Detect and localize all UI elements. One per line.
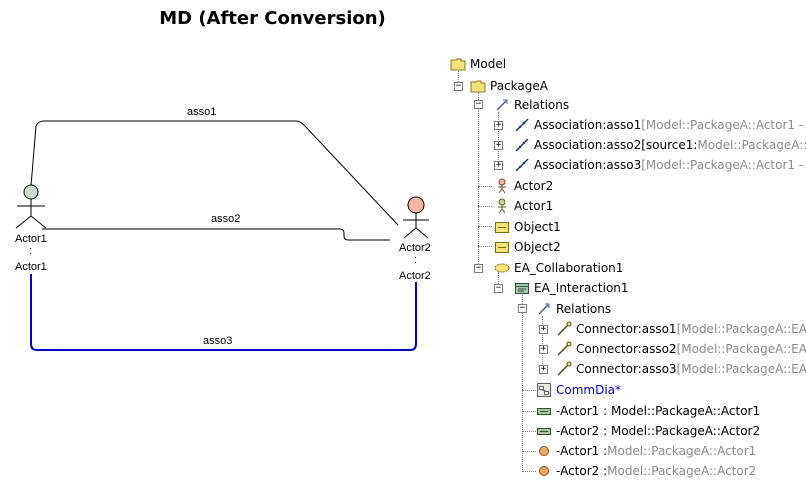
toggle-connector-asso1[interactable]: + [539, 324, 548, 334]
tree-item-lifeline-actor2[interactable]: -Actor2 : Model::PackageA::Actor2 [536, 421, 760, 441]
toggle-relations-2[interactable]: − [518, 303, 527, 313]
toggle-packagea[interactable]: − [454, 81, 463, 91]
toggle-connector-asso2[interactable]: + [539, 344, 548, 354]
asso3-line[interactable] [30, 274, 417, 351]
connector-icon [556, 361, 572, 377]
actor2-instance: Actor2 [399, 270, 431, 282]
package-icon [470, 78, 486, 94]
asso1-label: asso1 [187, 106, 216, 118]
diagram-canvas: asso1 asso2 asso3 Actor1 : Actor1 Actor2… [15, 106, 431, 351]
toggle-asso3[interactable]: + [494, 160, 503, 170]
tree-item-object1[interactable]: Object1 [494, 217, 561, 237]
tree-item-relations-2[interactable]: Relations [536, 299, 611, 319]
tree-item-collaboration[interactable]: EA_Collaboration1 [494, 258, 623, 278]
association-icon [514, 157, 530, 173]
object-icon [494, 239, 510, 255]
tree-item-commdia[interactable]: CommDia* [536, 380, 621, 400]
tree-item-interaction[interactable]: EA_Interaction1 [514, 278, 629, 298]
part-icon [536, 443, 552, 459]
tree-item-lifeline-actor1[interactable]: -Actor1 : Model::PackageA::Actor1 [536, 401, 760, 421]
actor-icon [494, 198, 510, 214]
diagram-icon [536, 382, 552, 398]
asso3-label: asso3 [203, 335, 232, 347]
tree-item-connector-asso2[interactable]: Connector:asso2[Model::PackageA::EA_ [556, 339, 806, 359]
actor2-colon: : [414, 254, 417, 266]
toggle-relations[interactable]: − [474, 99, 483, 109]
tree-item-relations[interactable]: Relations [494, 95, 569, 115]
toggle-asso1[interactable]: + [494, 120, 503, 130]
tree-item-connector-asso1[interactable]: Connector:asso1[Model::PackageA::EA_ [556, 319, 806, 339]
asso2-line[interactable] [42, 228, 390, 241]
diagram-title: MD (After Conversion) [159, 8, 386, 29]
tree-item-actor2[interactable]: Actor2 [494, 176, 553, 196]
relations-icon [536, 301, 552, 317]
tree-item-actor1[interactable]: Actor1 [494, 196, 553, 216]
tree-item-association-asso1[interactable]: Association:asso1[Model::PackageA::Actor… [514, 115, 806, 135]
tree-item-part-actor1[interactable]: -Actor1 : Model::PackageA::Actor1 [536, 441, 756, 461]
asso1-line[interactable] [30, 120, 399, 226]
lifeline-icon [536, 403, 552, 419]
asso2-label: asso2 [211, 213, 240, 225]
tree-item-model[interactable]: Model [450, 54, 506, 74]
tree-item-packagea[interactable]: PackageA [470, 76, 548, 96]
lifeline-icon [536, 423, 552, 439]
tree-item-association-asso3[interactable]: Association:asso3[Model::PackageA::Actor… [514, 155, 806, 175]
toggle-collaboration[interactable]: − [474, 263, 483, 273]
actor1-figure[interactable] [15, 184, 47, 229]
object-icon [494, 219, 510, 235]
collaboration-icon [494, 260, 510, 276]
association-icon [514, 117, 530, 133]
toggle-asso2[interactable]: + [494, 140, 503, 150]
actor1-instance: Actor1 [15, 261, 47, 273]
association-icon [514, 137, 530, 153]
actor2-name: Actor2 [399, 242, 431, 254]
relations-icon [494, 97, 510, 113]
actor1-name: Actor1 [15, 233, 47, 245]
actor-icon [494, 178, 510, 194]
part-icon [536, 463, 552, 479]
tree-item-connector-asso3[interactable]: Connector:asso3[Model::PackageA::EA_ [556, 359, 806, 379]
tree-item-association-asso2[interactable]: Association:asso2[source1:Model::Package… [514, 135, 806, 155]
connector-icon [556, 341, 572, 357]
tree-item-part-actor2[interactable]: -Actor2 : Model::PackageA::Actor2 [536, 461, 756, 481]
actor2-figure[interactable] [403, 196, 429, 239]
actor1-colon: : [29, 245, 32, 257]
interaction-icon [514, 280, 530, 296]
toggle-connector-asso3[interactable]: + [539, 364, 548, 374]
tree-item-object2[interactable]: Object2 [494, 237, 561, 257]
folder-icon [450, 56, 466, 72]
toggle-interaction[interactable]: − [494, 283, 503, 293]
connector-icon [556, 321, 572, 337]
